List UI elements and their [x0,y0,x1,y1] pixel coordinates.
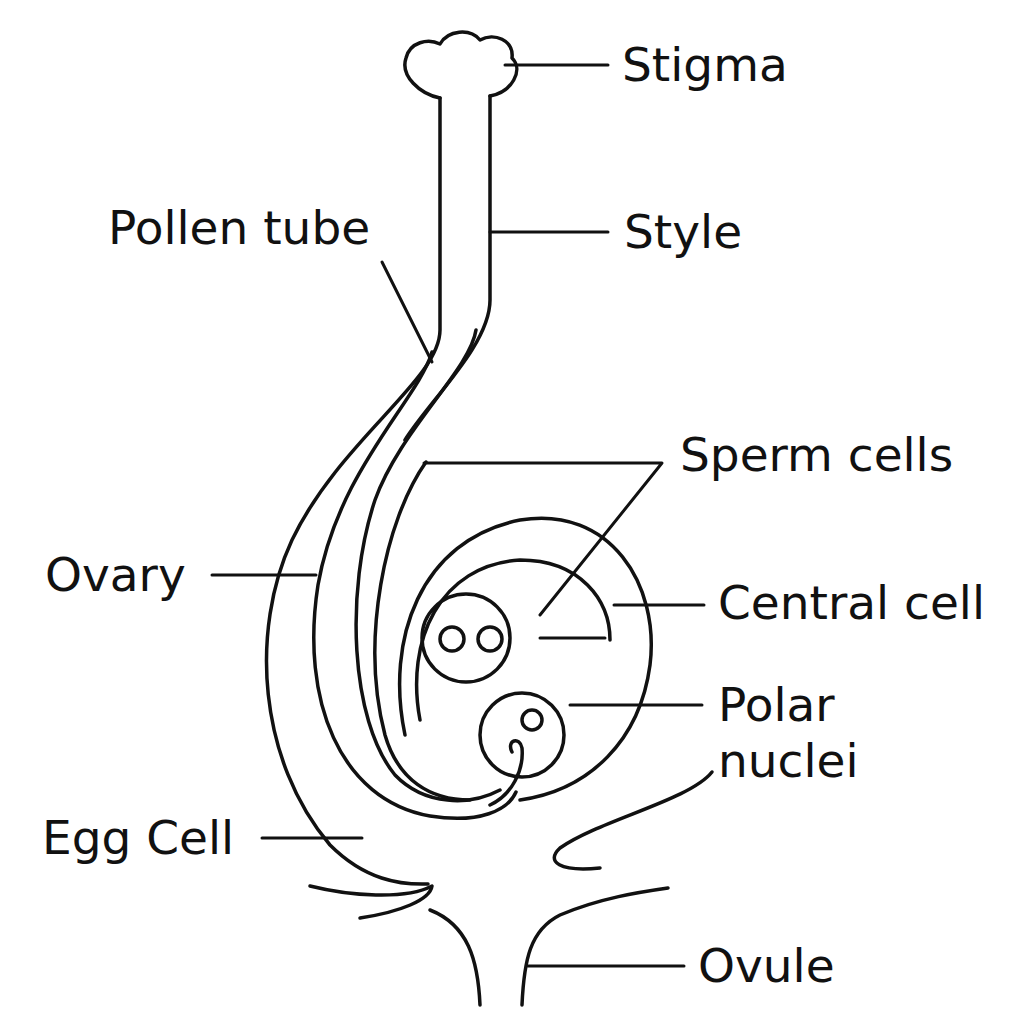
receptacle-left [310,886,432,918]
pollen-tube-outer [314,352,516,818]
part-label: Sperm cells [680,427,953,483]
sperm-cell-sac [422,594,510,682]
part-label: Central cell [718,575,985,631]
central-cell-inner [417,560,610,720]
part-label: Ovary [45,547,186,603]
ovary-right [554,772,712,869]
sperm-cell [440,627,464,651]
central-cell-outline [400,518,652,800]
stigma-outline [405,32,517,98]
pollen-tube-inner [356,330,500,801]
stem-right [522,888,668,1005]
part-label: Ovule [698,938,835,994]
part-label: Polar nuclei [718,677,893,789]
stem-left [430,910,480,1005]
part-label: Pollen tube [108,200,370,256]
part-label: Egg Cell [42,810,234,866]
egg-nucleus [522,710,542,730]
pollen-tube-tip [490,741,522,805]
sperm-cell [478,627,502,651]
part-label: Stigma [622,37,788,93]
part-label: Style [624,204,742,260]
style-right [405,96,490,440]
